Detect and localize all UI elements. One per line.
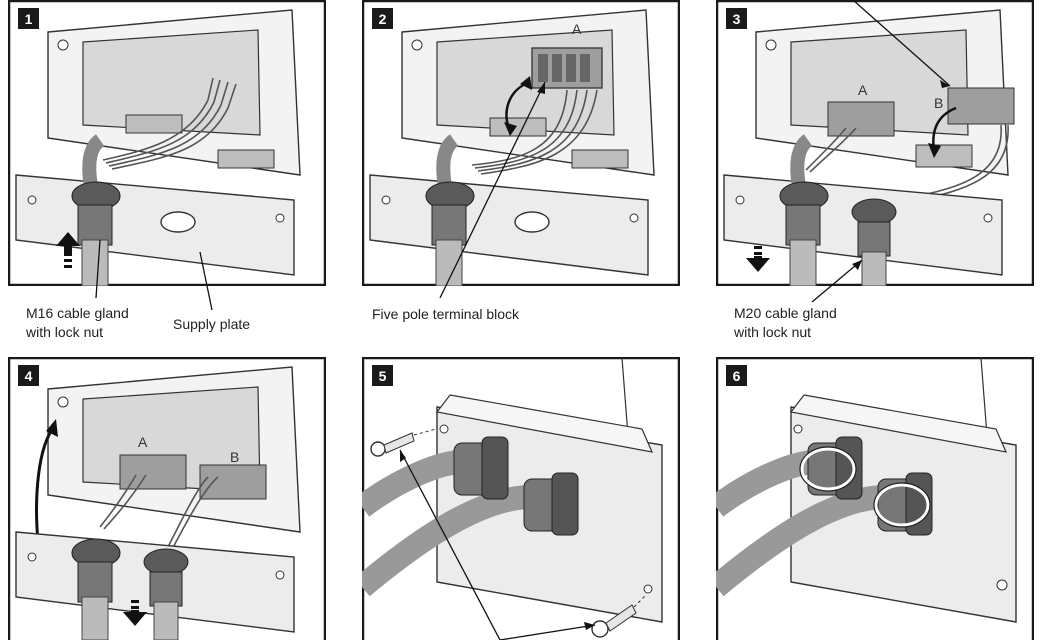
step-badge: 4 [18,365,39,386]
step-badge: 2 [372,8,393,29]
caption-five-pole-terminal-block: Five pole terminal block [372,306,520,322]
caption-supply-plate: Supply plate [173,316,251,332]
step-2-panel: A 2 [362,0,680,286]
step-1-illustration [8,0,326,286]
cable-gland [523,472,579,536]
caption-m16-cable-gland: M16 cable gland with lock nut [26,305,129,340]
step-5-panel: 5 [362,357,680,640]
pull-down-arrow-icon [746,246,770,272]
cable-gland [877,472,933,536]
step-4-illustration: A B [8,357,326,640]
screw-icon [370,432,415,457]
push-up-arrow-icon [56,232,80,268]
step-1-panel: 1 [8,0,326,286]
caption-m20-cable-gland: M20 cable gland with lock nut [734,305,837,340]
step-6-panel: 6 [716,357,1034,640]
step-2-illustration: A [362,0,680,286]
label-a: A [138,434,148,450]
step-badge: 3 [726,8,747,29]
pull-down-arrow-icon [123,600,147,626]
terminal-block-connector [531,47,603,89]
rotate-arrow-icon [35,419,58,543]
label-b: B [934,95,943,111]
cable-gland [453,436,509,500]
step-6-illustration [716,357,1034,640]
screw-icon [591,604,637,638]
step-badge: 6 [726,365,747,386]
step-3-illustration: A B [716,0,1034,286]
label-a: A [858,82,868,98]
step-5-illustration [362,357,680,640]
step-4-panel: A B 4 [8,357,326,640]
tighten-rotation-icon [800,447,930,527]
step-badge: 5 [372,365,393,386]
step-3-panel: A B 3 [716,0,1034,286]
label-a: A [572,21,582,37]
label-b: B [230,449,239,465]
step-badge: 1 [18,8,39,29]
